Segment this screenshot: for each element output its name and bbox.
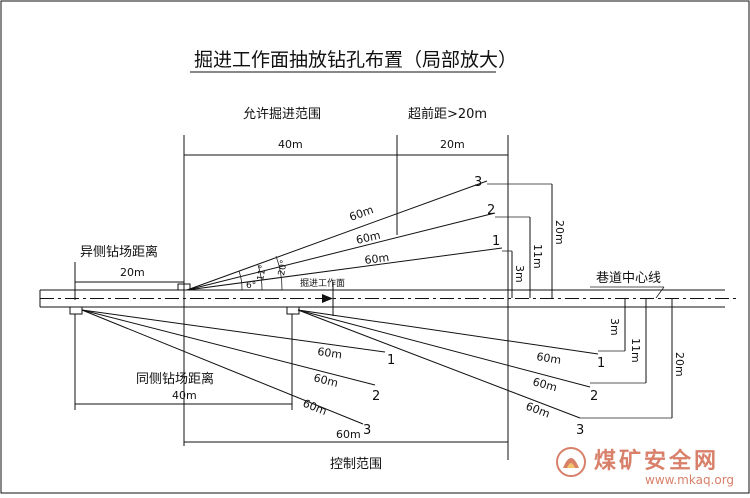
- watermark-name: 煤矿安全网: [594, 448, 719, 474]
- lower-offset-20: 20m: [673, 352, 686, 377]
- diagram-title: 掘进工作面抽放钻孔布置（局部放大）: [194, 49, 517, 71]
- upper-niche: [177, 283, 191, 290]
- angle-arc-6: [238, 270, 243, 291]
- lower-left-hole-1-length: 60m: [317, 345, 343, 361]
- angle-6: 6°: [246, 281, 256, 291]
- lower-hole-3-length: 60m: [524, 400, 552, 421]
- lower-hole-2-num: 2: [590, 389, 598, 404]
- upper-hole-2-length: 60m: [355, 229, 382, 247]
- lower-left-hole-3-length: 60m: [301, 397, 329, 418]
- lower-left-niche: [69, 307, 83, 315]
- centerline-leader-tick: [655, 286, 665, 299]
- upper-offset-11: 11m: [531, 244, 544, 269]
- top-dist-20: 20m: [440, 138, 465, 151]
- allowed-range-label: 允许掘进范围: [243, 106, 321, 122]
- lower-right-niche: [286, 307, 300, 315]
- lower-hole-3-num: 3: [576, 423, 584, 438]
- upper-hole-1-num: 1: [492, 234, 500, 249]
- opposite-dist-label: 20m: [120, 266, 145, 279]
- lower-left-hole-3-line: [81, 309, 364, 425]
- upper-offset-3: 3m: [513, 265, 526, 283]
- lower-hole-2-length: 60m: [531, 375, 558, 394]
- lower-offset-3: 3m: [608, 318, 621, 336]
- advance-distance-label: 超前距>20m: [408, 106, 487, 122]
- control-dist: 60m: [336, 428, 361, 441]
- lower-left-hole-2-line: [81, 309, 376, 386]
- angle-arc-20: [275, 255, 283, 291]
- centerline-label: 巷道中心线: [596, 271, 661, 286]
- upper-hole-1-length: 60m: [364, 251, 390, 267]
- opposite-side-label: 异侧钻场距离: [80, 244, 158, 260]
- lower-left-hole-1-line: [81, 309, 386, 353]
- upper-hole-2-line: [186, 212, 496, 291]
- watermark-logo-icon: [556, 447, 586, 477]
- watermark-url: www.mkaq.org: [645, 473, 734, 487]
- upper-offset-20: 20m: [553, 220, 566, 245]
- lower-hole-1-num: 1: [597, 356, 605, 371]
- lower-left-hole-1-num: 1: [387, 353, 395, 368]
- angle-arc-11: [257, 264, 263, 291]
- lower-hole-3-line: [297, 309, 581, 419]
- upper-hole-3-num: 3: [474, 175, 482, 190]
- lower-offset-11: 11m: [629, 338, 642, 363]
- upper-hole-2-num: 2: [487, 203, 495, 218]
- lower-hole-2-line: [297, 309, 591, 388]
- top-dist-40: 40m: [278, 138, 303, 151]
- lower-left-hole-2-num: 2: [372, 389, 380, 404]
- face-label: 掘进工作面: [300, 277, 345, 289]
- upper-hole-3-length: 60m: [348, 203, 376, 224]
- face-arrow-icon: [322, 294, 333, 303]
- upper-hole-1-line: [186, 247, 503, 291]
- control-range-label: 控制范围: [330, 457, 382, 472]
- lower-hole-1-line: [297, 309, 599, 355]
- angle-11: 11°: [256, 264, 269, 281]
- lower-left-hole-2-length: 60m: [312, 371, 339, 390]
- lower-left-hole-3-num: 3: [363, 423, 371, 438]
- lower-hole-1-length: 60m: [536, 350, 562, 367]
- upper-hole-3-line: [186, 180, 488, 291]
- same-side-label: 同侧钻场距离: [136, 371, 214, 387]
- angle-20: 20°: [277, 259, 290, 276]
